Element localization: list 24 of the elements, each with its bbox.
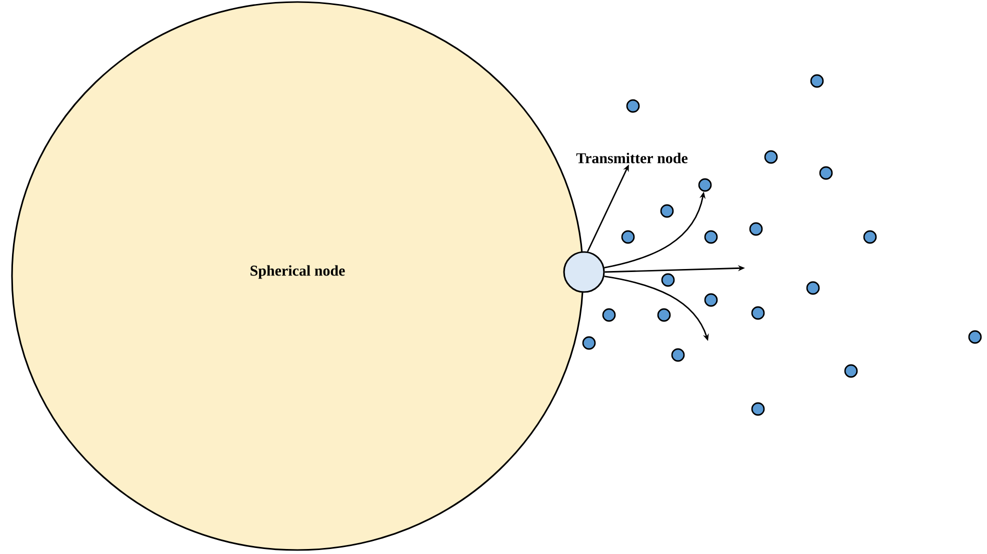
particle-dot — [657, 308, 671, 322]
particle-dot — [704, 230, 718, 244]
particle-dot — [844, 364, 858, 378]
particle-dot — [602, 308, 616, 322]
particle-dot — [661, 273, 675, 287]
particle-dot — [660, 204, 674, 218]
particle-dot — [863, 230, 877, 244]
particle-dot — [704, 293, 718, 307]
node-label: Spherical node — [250, 265, 345, 279]
particle-dot — [751, 402, 765, 416]
particle-dot — [806, 281, 820, 295]
node-label: Transmitter node — [576, 152, 688, 164]
particle-dot — [968, 330, 982, 344]
particle-dot — [671, 348, 685, 362]
particle-dot — [810, 74, 824, 88]
particle-dot — [751, 306, 765, 320]
transmitter-circle — [563, 251, 605, 293]
particle-dot — [749, 222, 763, 236]
particle-dot — [819, 166, 833, 180]
particle-dot — [626, 99, 640, 113]
particle-dot — [698, 178, 712, 192]
particle-dot — [764, 150, 778, 164]
particle-dot — [582, 336, 596, 350]
particle-dot — [621, 230, 635, 244]
